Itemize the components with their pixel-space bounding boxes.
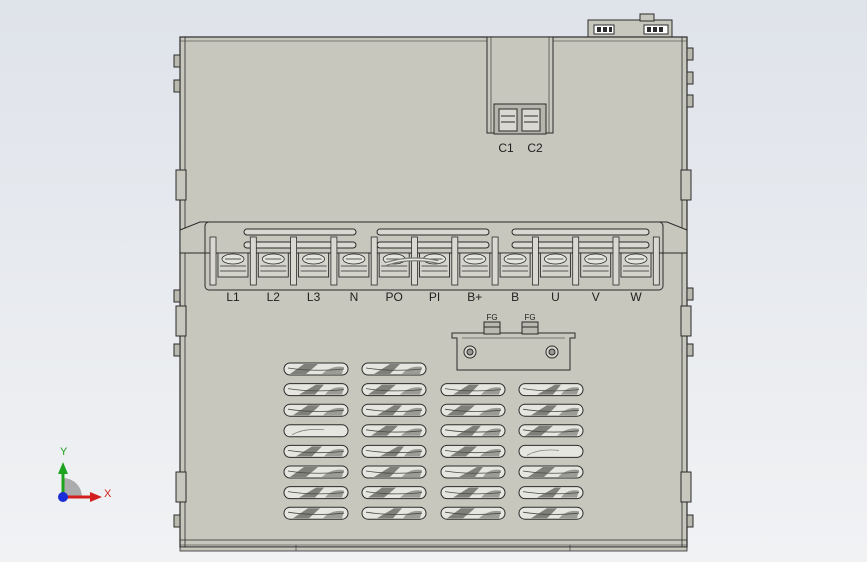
power-terminal-label: U: [551, 290, 560, 304]
power-terminal: L2: [257, 252, 289, 304]
vent-slot: [440, 424, 506, 438]
power-terminal-label: L1: [226, 290, 240, 304]
power-terminal-label: PI: [429, 290, 440, 304]
vent-slot: [518, 383, 584, 397]
vent-slot: [283, 424, 349, 438]
power-terminal-label: L2: [267, 290, 281, 304]
vent-slot: [283, 403, 349, 417]
vent-slot: [440, 465, 506, 479]
vent-slot: [361, 424, 427, 438]
terminal-separator: [290, 236, 298, 286]
vent-slot: [361, 465, 427, 479]
vent-slot: [518, 444, 584, 458]
drive-body: [179, 36, 688, 552]
vent-slot: [283, 465, 349, 479]
power-terminal-label: L3: [307, 290, 321, 304]
vent-slot: [518, 486, 584, 500]
power-terminal: L3: [298, 252, 330, 304]
ground-terminal-label: FG: [524, 313, 535, 322]
terminal-separator: [572, 236, 580, 286]
terminal-separator: [249, 236, 257, 286]
power-terminal: N: [338, 252, 370, 304]
power-terminal-label: V: [592, 290, 600, 304]
terminal-separator: [370, 236, 378, 286]
vent-slot: [283, 362, 349, 376]
side-mounting-tabs: [173, 47, 694, 528]
power-terminal: W: [620, 252, 652, 304]
power-terminal: V: [580, 252, 612, 304]
vent-slot: [440, 444, 506, 458]
ground-terminal-label: FG: [486, 313, 497, 322]
vent-slot: [440, 383, 506, 397]
control-terminal-label: C1: [498, 141, 514, 155]
terminal-separator: [209, 236, 217, 286]
vent-slot: [283, 444, 349, 458]
vent-slot: [440, 506, 506, 520]
vent-slot: [361, 403, 427, 417]
power-terminal: B+: [459, 252, 491, 304]
vent-slot: [518, 506, 584, 520]
terminal-separator: [330, 236, 338, 286]
power-terminal: PO: [378, 252, 410, 304]
terminal-separator: [491, 236, 499, 286]
vent-slot: [361, 444, 427, 458]
vent-slot: [440, 403, 506, 417]
vent-slot: [518, 465, 584, 479]
terminal-block: L1 L2 L3 N PO PI B+ B U V W: [179, 221, 688, 304]
axis-triad: Y X: [58, 446, 112, 502]
power-terminal: PI: [419, 252, 450, 304]
axis-origin: [58, 492, 68, 502]
axis-y-label: Y: [60, 446, 68, 458]
power-terminal: L1: [217, 252, 249, 304]
vent-slot: [361, 383, 427, 397]
ventilation-grille: [283, 362, 584, 520]
terminal-separator: [612, 236, 620, 286]
vent-slot: [283, 383, 349, 397]
power-terminal-label: N: [350, 290, 359, 304]
power-terminal: B: [499, 252, 531, 304]
terminal-separator: [652, 236, 660, 286]
vent-slot: [283, 506, 349, 520]
power-terminal-label: W: [630, 290, 642, 304]
dip-switch-blocks: [587, 13, 673, 39]
control-terminal-label: C2: [527, 141, 543, 155]
control-connector: C1 C2: [486, 36, 554, 155]
ground-plate: FG FG: [451, 313, 576, 371]
vent-slot: [361, 362, 427, 376]
vent-slot: [518, 403, 584, 417]
power-terminal-label: B: [511, 290, 519, 304]
terminal-separator: [451, 236, 459, 286]
axis-x-label: X: [104, 488, 112, 500]
vent-slot: [518, 424, 584, 438]
vent-slot: [283, 486, 349, 500]
power-terminal: U: [539, 252, 571, 304]
vent-slot: [361, 486, 427, 500]
power-terminal-label: B+: [467, 290, 482, 304]
terminal-separator: [532, 236, 539, 286]
power-terminal-label: PO: [386, 290, 403, 304]
vent-slot: [440, 486, 506, 500]
vent-slot: [361, 506, 427, 520]
